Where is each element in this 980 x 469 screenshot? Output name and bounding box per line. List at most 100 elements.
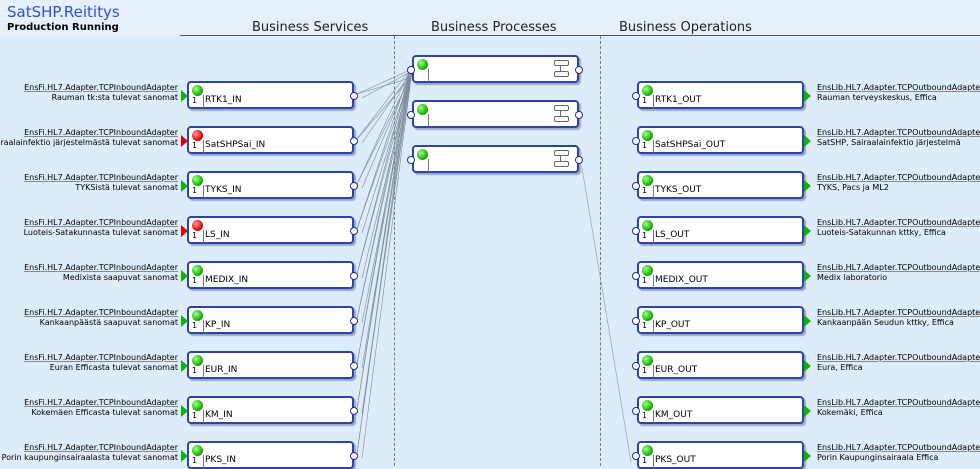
output-port[interactable] xyxy=(350,92,358,100)
output-port[interactable] xyxy=(350,317,358,325)
adapter-class: EnsLib.HL7.Adapter.TCPOutboundAdapter xyxy=(817,263,980,272)
host-name: RTK1_OUT xyxy=(655,95,702,105)
separator xyxy=(653,320,654,333)
service-description: Kankaanpäästä saapuvat sanomat xyxy=(39,318,178,327)
input-port[interactable] xyxy=(632,92,640,100)
connection-line xyxy=(361,70,413,189)
queue-count: 1 xyxy=(192,366,198,375)
production-title[interactable]: SatSHP.Reititys xyxy=(7,3,120,21)
output-port[interactable] xyxy=(575,111,583,119)
flow-block xyxy=(554,116,569,122)
output-port[interactable] xyxy=(350,362,358,370)
status-light-icon xyxy=(417,104,428,115)
output-port[interactable] xyxy=(350,452,358,460)
adapter-class: EnsFi.HL7.Adapter.TCPInboundAdapter xyxy=(24,218,178,227)
host-name: KP_OUT xyxy=(655,320,690,330)
host-name: KP_IN xyxy=(205,320,231,330)
inbound-arrow-icon xyxy=(181,270,188,282)
connection-line xyxy=(356,77,411,140)
output-port[interactable] xyxy=(575,156,583,164)
separator xyxy=(203,365,204,378)
inbound-arrow-icon xyxy=(181,180,188,192)
inbound-arrow-icon xyxy=(181,315,188,327)
adapter-class: EnsFi.HL7.Adapter.TCPInboundAdapter xyxy=(24,398,178,407)
separator xyxy=(203,95,204,108)
output-port[interactable] xyxy=(350,272,358,280)
output-port[interactable] xyxy=(350,182,358,190)
status-light-icon xyxy=(192,400,203,411)
output-port[interactable] xyxy=(350,137,358,145)
host-name: KM_IN xyxy=(205,410,233,420)
queue-count: 1 xyxy=(642,276,648,285)
host-name: KM_OUT xyxy=(655,410,693,420)
queue-count: 1 xyxy=(192,321,198,330)
process-hl7reitityskou[interactable] xyxy=(407,100,583,128)
separator xyxy=(428,69,429,82)
input-port[interactable] xyxy=(632,407,640,415)
input-port[interactable] xyxy=(632,227,640,235)
adapter-class: EnsLib.HL7.Adapter.TCPOutboundAdapter xyxy=(817,173,980,182)
status-light-icon xyxy=(642,355,653,366)
status-light-icon xyxy=(192,175,203,186)
status-light-icon xyxy=(642,175,653,186)
service-kp-in[interactable]: 1 KP_IN xyxy=(181,306,358,334)
operation-description: SatSHP, Sairaalainfektio järjestelmä xyxy=(817,138,961,147)
process-hl7reititys[interactable] xyxy=(407,55,583,83)
host-name: SatSHPSai_OUT xyxy=(655,140,726,150)
connection-line xyxy=(361,70,413,99)
adapter-class: EnsLib.HL7.Adapter.TCPOutboundAdapter xyxy=(817,83,980,92)
outbound-arrow-icon xyxy=(804,405,811,417)
adapter-class: EnsLib.HL7.Adapter.TCPOutboundAdapter xyxy=(817,128,980,137)
adapter-class: EnsFi.HL7.Adapter.TCPInboundAdapter xyxy=(24,128,178,137)
outbound-arrow-icon xyxy=(804,450,811,462)
input-port[interactable] xyxy=(632,362,640,370)
inbound-arrow-icon xyxy=(181,360,188,372)
connection-line xyxy=(361,70,413,459)
input-port[interactable] xyxy=(407,156,415,164)
input-port[interactable] xyxy=(632,137,640,145)
input-port[interactable] xyxy=(632,182,640,190)
outbound-arrow-icon xyxy=(804,180,811,192)
outbound-arrow-icon xyxy=(804,360,811,372)
connection-line xyxy=(356,69,411,230)
output-port[interactable] xyxy=(350,227,358,235)
input-port[interactable] xyxy=(632,317,640,325)
input-port[interactable] xyxy=(632,452,640,460)
queue-count: 1 xyxy=(642,456,648,465)
input-port[interactable] xyxy=(407,66,415,74)
inbound-arrow-icon xyxy=(181,405,188,417)
input-port[interactable] xyxy=(632,272,640,280)
input-port[interactable] xyxy=(407,111,415,119)
output-port[interactable] xyxy=(575,66,583,74)
output-port[interactable] xyxy=(350,407,358,415)
queue-count: 1 xyxy=(192,231,198,240)
process-hl7transform[interactable] xyxy=(407,145,583,173)
connection-line xyxy=(356,77,411,95)
host-name: TYKS_IN xyxy=(205,185,242,195)
connection-line xyxy=(356,77,411,455)
operation-description: Luoteis-Satakunnan kttky, Effica xyxy=(817,228,946,237)
status-light-icon xyxy=(642,445,653,456)
